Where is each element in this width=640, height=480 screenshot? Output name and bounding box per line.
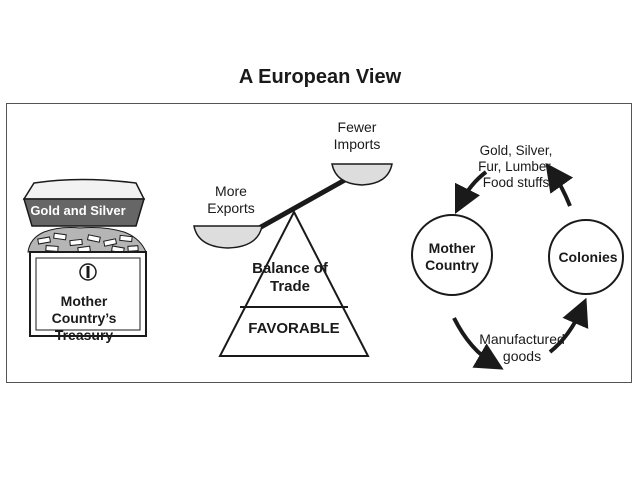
treasury-label-line1: Mother [60,293,108,309]
raw-goods-line3: Food stuffs [482,175,550,190]
chest-inner-border [35,257,141,331]
mother-country-node [411,214,493,296]
trade-cycle [411,162,624,370]
page-title: A European View [238,66,402,88]
chest-lid [22,198,146,227]
mother-line2: Country [425,257,479,273]
colonies-label: Colonies [558,249,618,265]
mother-country-label: Mother Country [417,240,487,274]
right-pan [331,163,393,186]
balance-line2: Trade [269,278,311,295]
treasury-label-line2: Country’s Treasury [51,310,117,343]
more-exports-label: More Exports [195,183,267,217]
fewer-imports-label: Fewer Imports [322,119,392,153]
raw-goods-label: Gold, Silver, Fur, Lumber, Food stuffs [476,143,556,191]
manufactured-arrow-tail [548,297,589,354]
manufactured-goods-label: Manufactured goods [470,331,574,365]
fulcrum-triangle [218,209,370,357]
manufactured-line2: goods [502,348,542,364]
balance-of-trade-label: Balance of Trade [240,260,340,296]
imports-line2: Imports [333,136,381,152]
raw-goods-arrow [545,162,574,207]
treasury-chest [22,178,147,337]
imports-line1: Fewer [337,119,377,135]
gold-silver-label: Gold and Silver [30,203,126,218]
exports-line1: More [215,183,247,199]
raw-goods-line2: Fur, Lumber, [478,159,554,174]
mother-line1: Mother [428,240,476,256]
treasury-label: Mother Country’s Treasury [22,293,146,344]
balance-scale [193,163,393,357]
exports-line2: Exports [207,200,255,216]
chest-lid-top [22,178,146,200]
diagram-frame [6,103,632,383]
colonies-node [548,219,624,295]
left-pan [193,225,263,249]
manufactured-arrow [452,317,504,370]
balance-line1: Balance of [252,260,328,277]
chest-body [29,251,147,337]
favorable-label: FAVORABLE [248,320,340,337]
raw-goods-arrow-tail [454,170,488,215]
raw-goods-line1: Gold, Silver, [479,143,553,158]
scale-beam [250,173,354,235]
manufactured-line1: Manufactured [479,331,565,347]
lock-icon [79,263,97,281]
